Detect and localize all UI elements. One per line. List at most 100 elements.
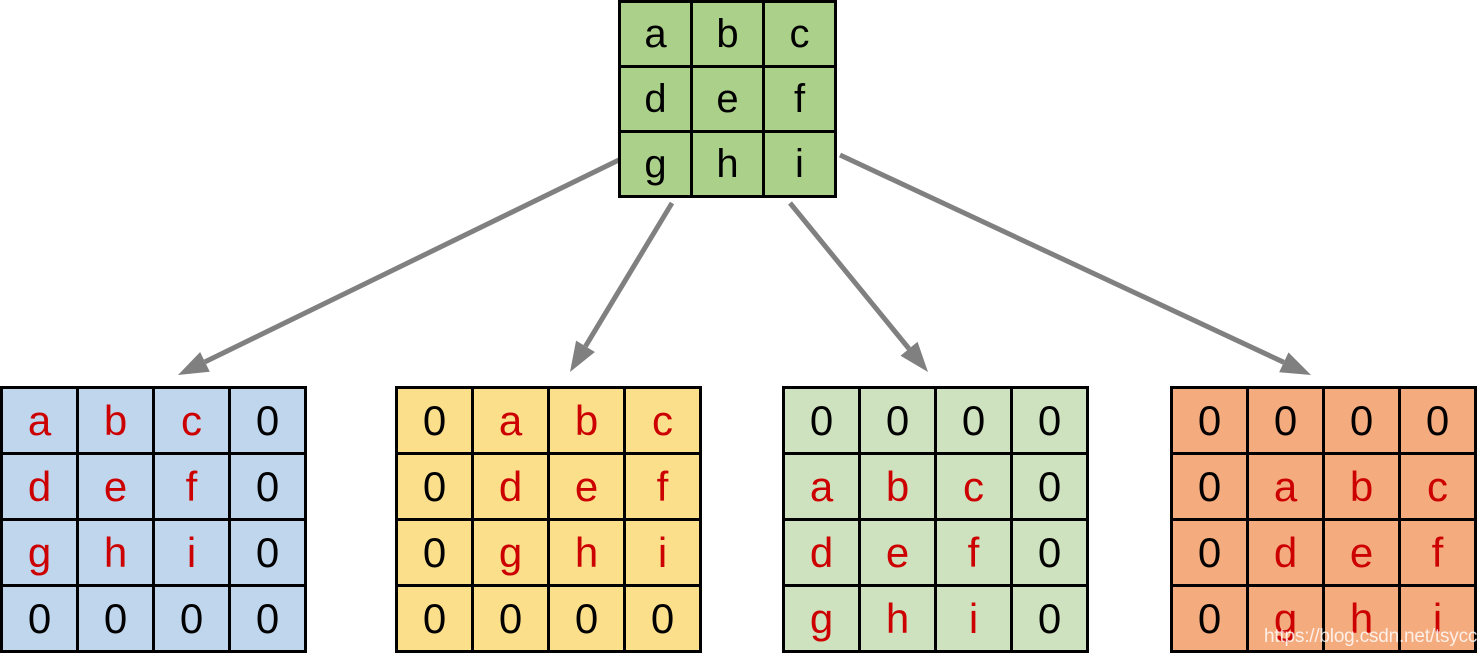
matrix-cell-2-3: i	[623, 518, 702, 587]
matrix-cell-2-0: g	[618, 130, 693, 198]
matrix-cell-0-3: 0	[228, 386, 307, 455]
matrix-cell-2-3: 0	[1010, 518, 1089, 587]
matrix-cell-2-3: f	[1398, 518, 1477, 587]
matrix-cell-1-0: d	[0, 452, 79, 521]
watermark-text: https://blog.csdn.net/tsyccnh	[1264, 626, 1483, 647]
arrow-to-orange-head	[1279, 352, 1311, 375]
arrow-to-orange	[838, 152, 1311, 375]
arrow-to-green-head	[900, 341, 928, 372]
arrow-to-orange-shaft	[838, 152, 1285, 365]
matrix-cell-0-0: a	[618, 0, 693, 68]
matrix-cell-3-2: h	[1322, 584, 1401, 653]
matrix-cell-1-1: d	[471, 452, 550, 521]
arrow-to-yellow	[570, 201, 675, 372]
arrow-to-green-shaft	[788, 201, 911, 351]
matrix-cell-3-0: g	[782, 584, 861, 653]
matrix-cell-1-1: a	[1246, 452, 1325, 521]
arrow-to-yellow-head	[570, 340, 595, 372]
matrix-cell-3-3: 0	[623, 584, 702, 653]
matrix-cell-1-1: e	[76, 452, 155, 521]
matrix-cell-2-2: i	[762, 130, 837, 198]
matrix-cell-0-3: c	[623, 386, 702, 455]
matrix-cell-2-1: d	[1246, 518, 1325, 587]
matrix-cell-1-3: c	[1398, 452, 1477, 521]
matrix-cell-1-2: f	[762, 65, 837, 133]
matrix-cell-2-1: h	[76, 518, 155, 587]
matrix-cell-2-1: h	[690, 130, 765, 198]
arrow-to-blue-head	[178, 351, 210, 375]
matrix-cell-3-1: 0	[471, 584, 550, 653]
matrix-cell-3-2: 0	[547, 584, 626, 653]
matrix-cell-0-1: b	[76, 386, 155, 455]
matrix-cell-0-0: 0	[395, 386, 474, 455]
matrix-cell-0-3: 0	[1398, 386, 1477, 455]
matrix-cell-0-1: 0	[1246, 386, 1325, 455]
arrow-to-blue-shaft	[203, 154, 627, 365]
matrix-cell-3-2: 0	[152, 584, 231, 653]
matrix-cell-1-0: d	[618, 65, 693, 133]
matrix-cell-3-0: 0	[395, 584, 474, 653]
matrix-cell-2-3: 0	[228, 518, 307, 587]
matrix-cell-3-2: i	[934, 584, 1013, 653]
matrix-cell-2-1: g	[471, 518, 550, 587]
matrix-cell-1-1: b	[858, 452, 937, 521]
arrow-to-green	[788, 201, 928, 372]
matrix-cell-1-1: e	[690, 65, 765, 133]
matrix-cell-3-3: 0	[228, 584, 307, 653]
matrix-cell-3-1: g	[1246, 584, 1325, 653]
matrix-cell-2-0: d	[782, 518, 861, 587]
matrix-cell-0-1: 0	[858, 386, 937, 455]
matrix-cell-1-3: 0	[1010, 452, 1089, 521]
matrix-cell-3-0: 0	[0, 584, 79, 653]
matrix-cell-0-0: a	[0, 386, 79, 455]
matrix-cell-0-2: 0	[1322, 386, 1401, 455]
matrix-cell-1-2: e	[547, 452, 626, 521]
matrix-cell-2-0: 0	[395, 518, 474, 587]
matrix-cell-3-3: i	[1398, 584, 1477, 653]
matrix-cell-1-3: 0	[228, 452, 307, 521]
matrix-cell-3-0: 0	[1170, 584, 1249, 653]
matrix-cell-1-2: c	[934, 452, 1013, 521]
arrow-to-blue	[178, 154, 627, 375]
matrix-cell-2-2: h	[547, 518, 626, 587]
matrix-cell-1-3: f	[623, 452, 702, 521]
matrix-cell-0-2: c	[152, 386, 231, 455]
matrix-cell-3-1: h	[858, 584, 937, 653]
matrix-cell-2-0: g	[0, 518, 79, 587]
matrix-cell-3-3: 0	[1010, 584, 1089, 653]
matrix-cell-1-0: 0	[395, 452, 474, 521]
matrix-cell-1-2: f	[152, 452, 231, 521]
matrix-cell-0-2: b	[547, 386, 626, 455]
matrix-cell-2-2: e	[1322, 518, 1401, 587]
matrix-cell-0-1: a	[471, 386, 550, 455]
matrix-cell-2-2: i	[152, 518, 231, 587]
matrix-cell-2-1: e	[858, 518, 937, 587]
matrix-cell-0-0: 0	[782, 386, 861, 455]
matrix-cell-2-0: 0	[1170, 518, 1249, 587]
matrix-cell-0-2: c	[762, 0, 837, 68]
matrix-cell-3-1: 0	[76, 584, 155, 653]
matrix-cell-1-0: 0	[1170, 452, 1249, 521]
matrix-cell-0-3: 0	[1010, 386, 1089, 455]
arrow-to-yellow-shaft	[583, 201, 675, 348]
